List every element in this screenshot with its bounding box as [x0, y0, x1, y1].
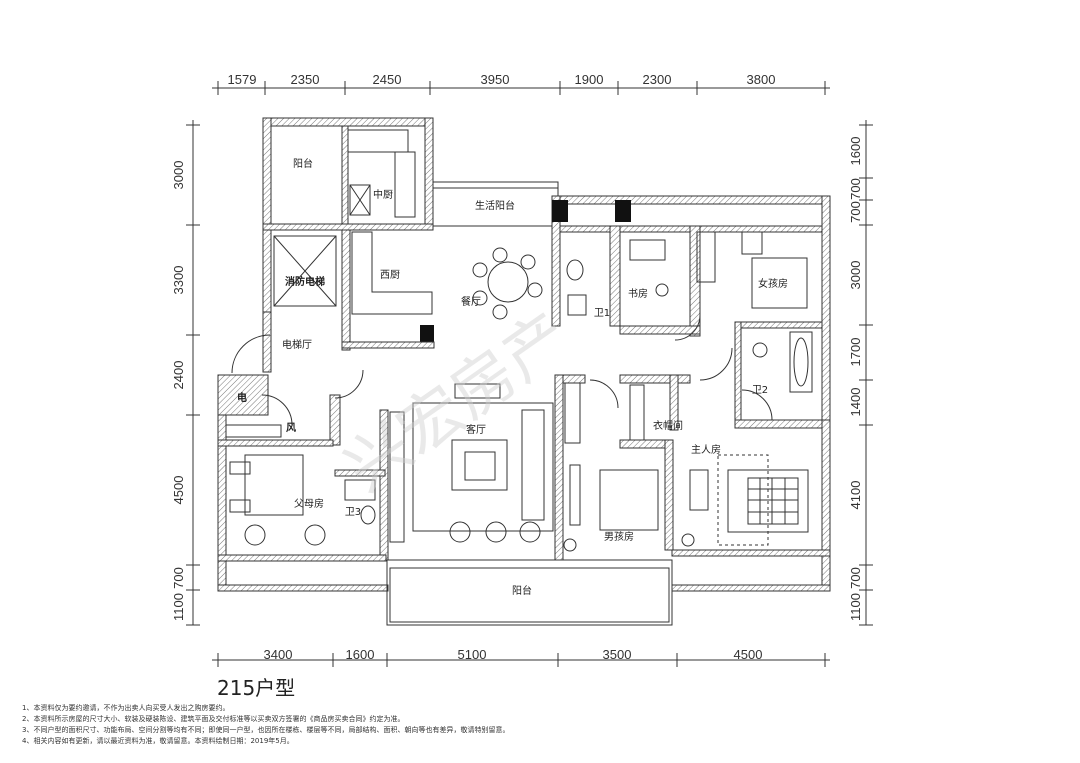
dim-right-3: 700 [848, 201, 863, 223]
room-cloakroom: 衣帽间 [653, 419, 683, 432]
note-4: 4、相关内容如有更新，请以最近资料为准，敬请留意。本资料绘制日期：2019年5月… [22, 737, 294, 745]
dimension-labels-bottom: 3400 1600 5100 3500 4500 [264, 647, 763, 662]
dim-right-5: 1700 [848, 338, 863, 367]
dim-bottom-1: 3400 [264, 647, 293, 662]
room-girls: 女孩房 [758, 277, 788, 290]
room-balcony-s: 阳台 [512, 584, 532, 597]
dimension-labels-left: 3000 3300 2400 4500 700 1100 [171, 161, 186, 621]
dimension-labels-right: 1600 700 700 3000 1700 1400 4100 700 110… [848, 137, 863, 621]
note-1: 1、本资料仅为要约邀请，不作为出卖人向买受人发出之购房要约。 [22, 704, 230, 712]
disclaimer-notes: 1、本资料仅为要约邀请，不作为出卖人向买受人发出之购房要约。 2、本资料所示房屋… [22, 703, 1062, 747]
dim-bottom-2: 1600 [346, 647, 375, 662]
dim-top-7: 3800 [747, 72, 776, 87]
dim-left-6: 1100 [171, 593, 186, 621]
room-elevator-hall: 电梯厅 [282, 338, 312, 351]
room-balcony-nw: 阳台 [293, 157, 313, 170]
dim-left-5: 700 [171, 567, 186, 589]
dim-top-4: 3950 [481, 72, 510, 87]
room-bath3: 卫3 [345, 507, 361, 518]
floor-plan-title: 215户型 [217, 676, 296, 700]
dim-top-6: 2300 [643, 72, 672, 87]
dim-top-3: 2450 [373, 72, 402, 87]
dim-top-5: 1900 [575, 72, 604, 87]
room-service-balcony: 生活阳台 [475, 199, 515, 212]
dim-bottom-5: 4500 [734, 647, 763, 662]
room-dining: 餐厅 [461, 295, 481, 308]
dimension-labels-top: 1579 2350 2450 3950 1900 2300 3800 [228, 72, 776, 87]
dim-right-6: 1400 [848, 388, 863, 417]
dim-bottom-4: 3500 [603, 647, 632, 662]
room-parents: 父母房 [294, 497, 324, 510]
dim-right-8: 700 [848, 567, 863, 589]
note-2: 2、本资料所示房屋的尺寸大小、软装及硬装陈设、建筑平面及交付标准等以买卖双方签署… [22, 715, 405, 723]
room-living: 客厅 [466, 423, 486, 436]
dim-left-4: 4500 [171, 476, 186, 505]
room-boys: 男孩房 [604, 530, 634, 543]
room-master: 主人房 [691, 443, 721, 456]
dim-left-2: 3300 [171, 266, 186, 295]
room-bath1: 卫1 [594, 308, 610, 319]
dim-right-4: 3000 [848, 261, 863, 290]
dim-right-9: 1100 [848, 593, 863, 621]
walls [217, 117, 831, 626]
dim-left-1: 3000 [171, 161, 186, 190]
fixtures [225, 129, 813, 552]
room-fire-elevator: 消防电梯 [285, 275, 325, 288]
dim-right-7: 4100 [848, 481, 863, 510]
room-chinese-kitchen: 中厨 [373, 188, 393, 201]
dim-right-1: 1600 [848, 137, 863, 166]
note-3: 3、不同户型的面积尺寸、功能布局、空间分割等均有不同；即使同一户型，也因所在楼栋… [22, 726, 510, 734]
dim-left-3: 2400 [171, 361, 186, 390]
room-electric: 电 [237, 391, 247, 404]
dim-bottom-3: 5100 [458, 647, 487, 662]
room-wind: 风 [286, 422, 296, 434]
dim-top-2: 2350 [291, 72, 320, 87]
dim-top-1: 1579 [228, 72, 257, 87]
room-bath2: 卫2 [752, 385, 768, 396]
room-western-kitchen: 西厨 [380, 269, 400, 281]
dimension-lines [186, 81, 873, 667]
dim-right-2: 700 [848, 178, 863, 200]
room-study: 书房 [628, 287, 648, 300]
room-labels: 阳台 中厨 生活阳台 消防电梯 西厨 餐厅 书房 卫1 女孩房 电梯厅 电 风 … [237, 157, 788, 597]
